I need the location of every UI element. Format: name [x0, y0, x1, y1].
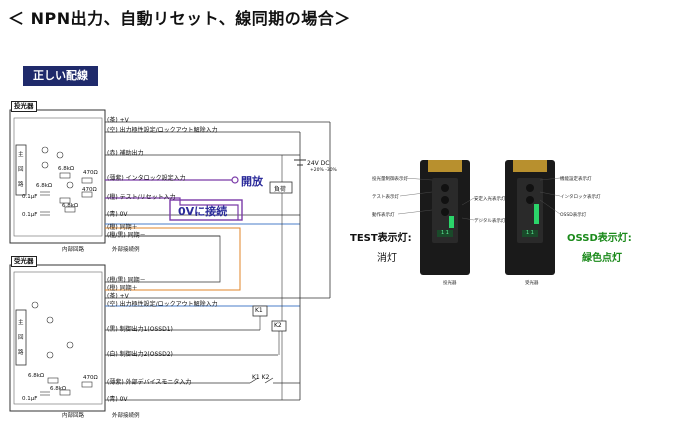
- ossd-indicator-label: OSSD表示灯:: [567, 233, 632, 244]
- receiver-device: 1 1: [505, 160, 555, 275]
- center-device-label-1: デジタル表示灯: [474, 219, 506, 224]
- receiver-components: [31, 301, 93, 396]
- emitter-r5: 6.8kΩ: [62, 203, 79, 209]
- emitter-wire-3: (薄紫) インタロック設定入力: [107, 175, 186, 182]
- receiver-r2: 470Ω: [83, 375, 98, 381]
- ossd-indicator-state: 緑色点灯: [582, 253, 622, 264]
- receiver-device-label-0: 機能設定表示灯: [560, 177, 592, 182]
- open-terminal: [231, 176, 239, 184]
- emitter-wire-7: (橙/黒) 同期－: [107, 232, 146, 239]
- emitter-r3: 6.8kΩ: [36, 183, 53, 189]
- emitter-external-connection: 外部接続例: [112, 247, 140, 253]
- receiver-main-char-2: 回: [18, 335, 24, 341]
- load-label: 負荷: [274, 186, 287, 193]
- receiver-digit-display: 1 1: [522, 230, 538, 237]
- load-box: [269, 181, 293, 194]
- receiver-wires: [105, 297, 330, 401]
- emitter-wire-4: (橙) テスト/リセット入力: [107, 194, 176, 201]
- receiver-wire-0: (橙/黒) 同期－: [107, 277, 146, 284]
- emitter-section-label: 投光器: [11, 101, 37, 112]
- receiver-wire-6: (薄紫) 外部デバイスモニタ入力: [107, 379, 192, 386]
- emitter-main-char-1: 主: [18, 152, 24, 158]
- receiver-main-char-1: 主: [18, 320, 24, 326]
- receiver-main-circuit: [15, 309, 27, 366]
- receiver-wire-7: (青) 0V: [107, 396, 128, 403]
- emitter-wire-2: (赤) 補助出力: [107, 150, 144, 157]
- receiver-main-char-3: 路: [18, 350, 24, 356]
- emitter-main-char-3: 路: [18, 182, 24, 188]
- connect-0v-box: [169, 199, 243, 221]
- receiver-external-connection: 外部接続例: [112, 413, 140, 419]
- receiver-r3: 6.8kΩ: [50, 386, 67, 392]
- receiver-device-label-2: OSSD表示灯: [560, 213, 587, 218]
- emitter-r2: 470Ω: [83, 170, 98, 176]
- emitter-components: [40, 146, 93, 216]
- power-voltage: 24V DC: [307, 160, 330, 167]
- receiver-wire-2: (茶) +V: [107, 293, 129, 300]
- emitter-wire-5: (青) 0V: [107, 211, 128, 218]
- emitter-r4: 470Ω: [82, 187, 97, 193]
- receiver-wire-5: (白) 制御出力2(OSSD2): [107, 351, 173, 358]
- emitter-green-led: [449, 216, 454, 228]
- receiver-wire-3: (空) 出力極性設定/ロックアウト解除入力: [107, 301, 218, 308]
- center-device-label-0: 安定入光表示灯: [474, 197, 506, 202]
- receiver-c1: 0.1μF: [22, 396, 38, 402]
- emitter-c1: 0.1μF: [22, 194, 38, 200]
- emitter-device-label-2: 動作表示灯: [372, 213, 395, 218]
- receiver-device-label-1: インタロック表示灯: [560, 195, 601, 200]
- receiver-cap: [513, 160, 547, 172]
- emitter-inner-box: [13, 117, 103, 237]
- relay-contacts-label: K1 K2: [252, 374, 270, 381]
- receiver-wire-1: (橙) 同期＋: [107, 285, 138, 292]
- power-tolerance: +20% -30%: [310, 168, 337, 173]
- emitter-main-char-2: 回: [18, 167, 24, 173]
- emitter-device-caption: 投光器: [443, 281, 457, 286]
- receiver-panel: 1 1: [517, 178, 543, 243]
- receiver-box: [9, 264, 106, 412]
- emitter-main-circuit: [15, 144, 27, 196]
- relay-k1-label: K1: [255, 307, 263, 314]
- relay-k2-label: K2: [274, 322, 282, 329]
- connect-0v-annotation: 0Vに接続: [178, 205, 228, 218]
- emitter-panel: 1 1: [432, 178, 458, 243]
- receiver-section-label: 受光器: [11, 256, 37, 267]
- emitter-internal-circuit: 内部回路: [62, 247, 85, 253]
- emitter-c2: 0.1μF: [22, 212, 38, 218]
- test-indicator-state: 消灯: [377, 253, 397, 264]
- correct-wiring-badge: 正しい配線: [23, 66, 98, 86]
- emitter-r1: 6.8kΩ: [58, 166, 75, 172]
- test-reset-wire: [105, 197, 239, 220]
- receiver-internal-circuit: 内部回路: [62, 413, 85, 419]
- receiver-device-caption: 受光器: [525, 281, 539, 286]
- emitter-device-label-1: テスト表示灯: [372, 195, 399, 200]
- emitter-box: [9, 109, 106, 244]
- emitter-cap: [428, 160, 462, 172]
- receiver-green-led: [534, 204, 539, 224]
- emitter-device: 1 1: [420, 160, 470, 275]
- open-annotation: 開放: [241, 175, 263, 188]
- receiver-inner-box: [13, 271, 103, 405]
- emitter-wire-1: (空) 出力極性設定/ロックアウト解除入力: [107, 127, 218, 134]
- test-indicator-label: TEST表示灯:: [350, 233, 412, 244]
- emitter-wire-0: (茶) +V: [107, 117, 129, 124]
- receiver-wire-4: (黒) 制御出力1(OSSD1): [107, 326, 173, 333]
- emitter-device-label-0: 投光量制御表示灯: [372, 177, 408, 182]
- page-title: ＜ NPN出力、自動リセット、線同期の場合＞: [8, 9, 351, 28]
- emitter-digit-display: 1 1: [437, 230, 453, 237]
- receiver-r1: 6.8kΩ: [28, 373, 45, 379]
- sync-plus-wire: [105, 227, 241, 291]
- sync-minus-wire: [105, 235, 221, 283]
- emitter-wire-6: (橙) 同期＋: [107, 224, 138, 231]
